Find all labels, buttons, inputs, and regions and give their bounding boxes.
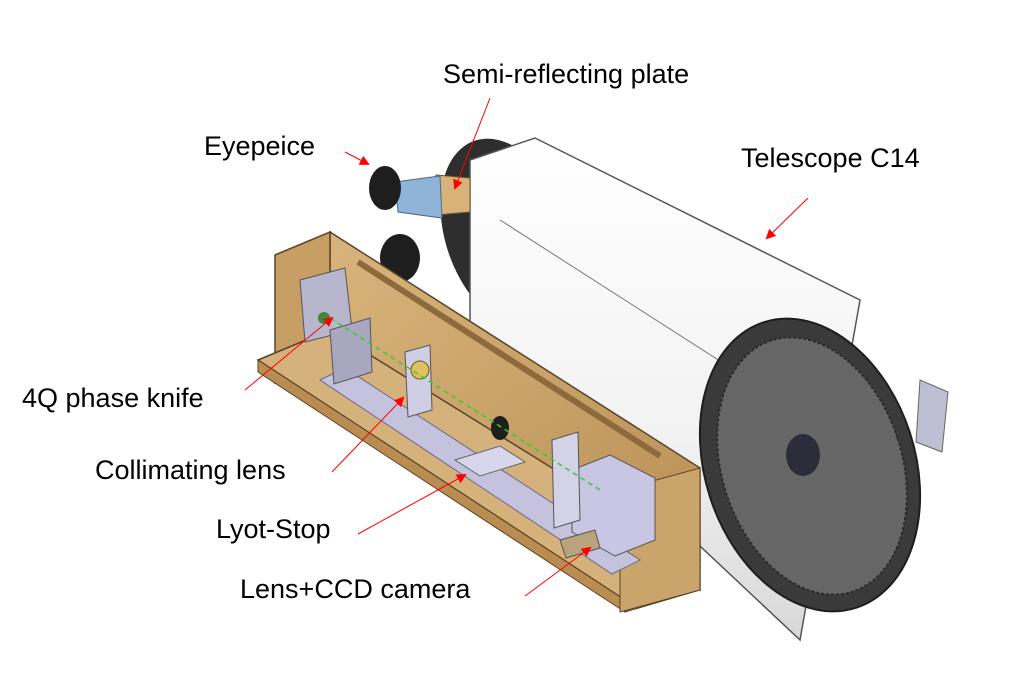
eyepiece-barrel xyxy=(394,175,443,219)
arrow-telescope xyxy=(765,197,809,240)
secondary-mirror xyxy=(786,434,820,476)
label-eyepiece: Eyepeice xyxy=(204,131,316,161)
label-telescope: Telescope C14 xyxy=(741,143,920,173)
optical-rail xyxy=(299,267,656,575)
label-collimating-lens: Collimating lens xyxy=(95,455,286,485)
callout-arrows xyxy=(244,97,809,597)
label-lens-ccd-camera: Lens+CCD camera xyxy=(240,574,471,604)
arrow-lens-ccd xyxy=(524,546,592,597)
collimating-lens-element xyxy=(410,360,430,380)
arrow-semi-reflecting-plate xyxy=(453,97,491,190)
arrow-lyot-stop xyxy=(357,474,467,535)
arrow-eyepiece xyxy=(344,151,370,165)
label-lyot-stop: Lyot-Stop xyxy=(216,514,331,544)
ccd-lens-mount xyxy=(551,431,581,529)
bench-groove xyxy=(356,259,662,459)
phase-knife-stage xyxy=(329,317,373,385)
label-phase-knife: 4Q phase knife xyxy=(22,383,204,413)
ccd-connector xyxy=(559,529,601,559)
mount-bracket xyxy=(915,379,949,453)
collimating-lens-mount xyxy=(404,344,433,418)
eyepiece-lens xyxy=(369,166,401,210)
lyot-stop-carriage xyxy=(453,445,527,477)
lyot-stop-element xyxy=(491,416,509,440)
arrow-collimating-lens xyxy=(331,396,405,473)
label-semi-reflecting-plate: Semi-reflecting plate xyxy=(443,59,690,89)
phase-knife-element xyxy=(318,312,330,324)
arrow-phase-knife xyxy=(244,316,334,391)
telescope-c14 xyxy=(440,137,949,642)
